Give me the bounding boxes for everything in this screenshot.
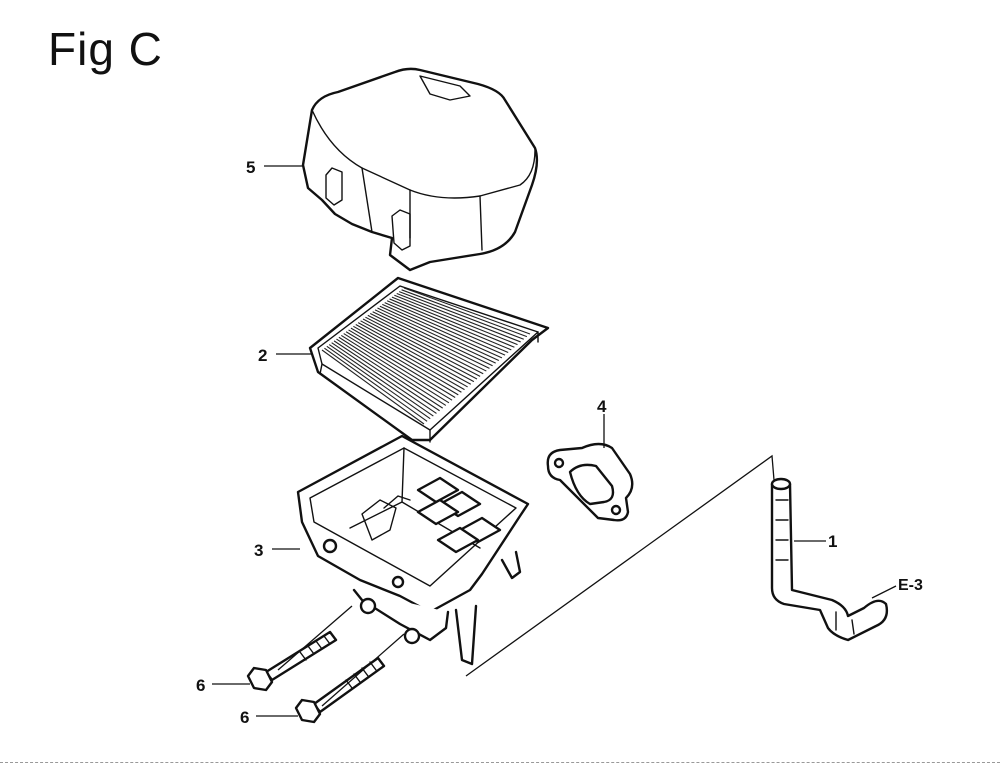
flange-bolt-icon (246, 630, 386, 724)
filter-pleat-line (377, 307, 496, 364)
assembly-reference-lines (277, 454, 775, 707)
filter-pleat-line (382, 303, 503, 359)
filter-pleat-line (341, 334, 450, 404)
callout-3: 3 (254, 541, 263, 560)
filter-pleat-line (336, 338, 444, 409)
gasket-icon (546, 442, 634, 522)
filter-pleat-line (326, 345, 431, 420)
filter-pleat-line (348, 329, 459, 396)
filter-pleat-line (343, 333, 453, 401)
filter-pleat-line (353, 325, 465, 391)
callout-2: 2 (258, 346, 267, 365)
filter-pleat-line (338, 336, 447, 406)
filter-pleat-line (372, 311, 490, 369)
filter-pleat-line (333, 340, 440, 412)
filter-pleat-line (394, 294, 518, 346)
filter-pleat-line (357, 322, 472, 385)
air-cleaner-cover-icon (301, 67, 539, 272)
filter-pleat-line (401, 289, 528, 338)
filter-pleat-line (328, 344, 434, 417)
filter-pleat-line (374, 309, 493, 367)
filter-pleat-line (324, 347, 428, 422)
callout-4: 4 (597, 397, 607, 416)
bottom-divider (0, 762, 1000, 763)
filter-pleat-line (391, 296, 515, 348)
filter-pleat-line (350, 327, 462, 393)
filter-pleat-line (360, 320, 475, 383)
filter-pleat-line (398, 291, 524, 340)
breather-tube-icon (770, 477, 889, 642)
filter-pleat-line (345, 331, 456, 399)
filter-pleat-line (362, 318, 478, 380)
callout-6-lower: 6 (240, 708, 249, 727)
callout-leaders (212, 165, 897, 717)
filter-pleat-line (367, 314, 484, 375)
filter-pleat-line (355, 323, 468, 388)
filter-pleat-line (321, 349, 425, 425)
figure-title: Fig C (48, 23, 163, 75)
filter-pleat-line (379, 305, 500, 361)
filter-pleat-line (331, 342, 437, 414)
filter-pleat-line (369, 313, 487, 372)
filter-pleat-line (403, 287, 531, 335)
reference-e3: E-3 (898, 577, 923, 594)
filter-pleat-line (386, 300, 509, 354)
filter-pleats (321, 287, 531, 425)
callout-1: 1 (828, 532, 837, 551)
filter-pleat-line (365, 316, 481, 377)
air-cleaner-case-icon (296, 434, 530, 666)
callout-5: 5 (246, 158, 255, 177)
air-filter-element-icon (308, 276, 550, 443)
filter-pleat-line (396, 292, 521, 343)
callout-6-upper: 6 (196, 676, 205, 695)
filter-pleat-line (384, 302, 506, 356)
filter-pleat-line (389, 298, 512, 351)
